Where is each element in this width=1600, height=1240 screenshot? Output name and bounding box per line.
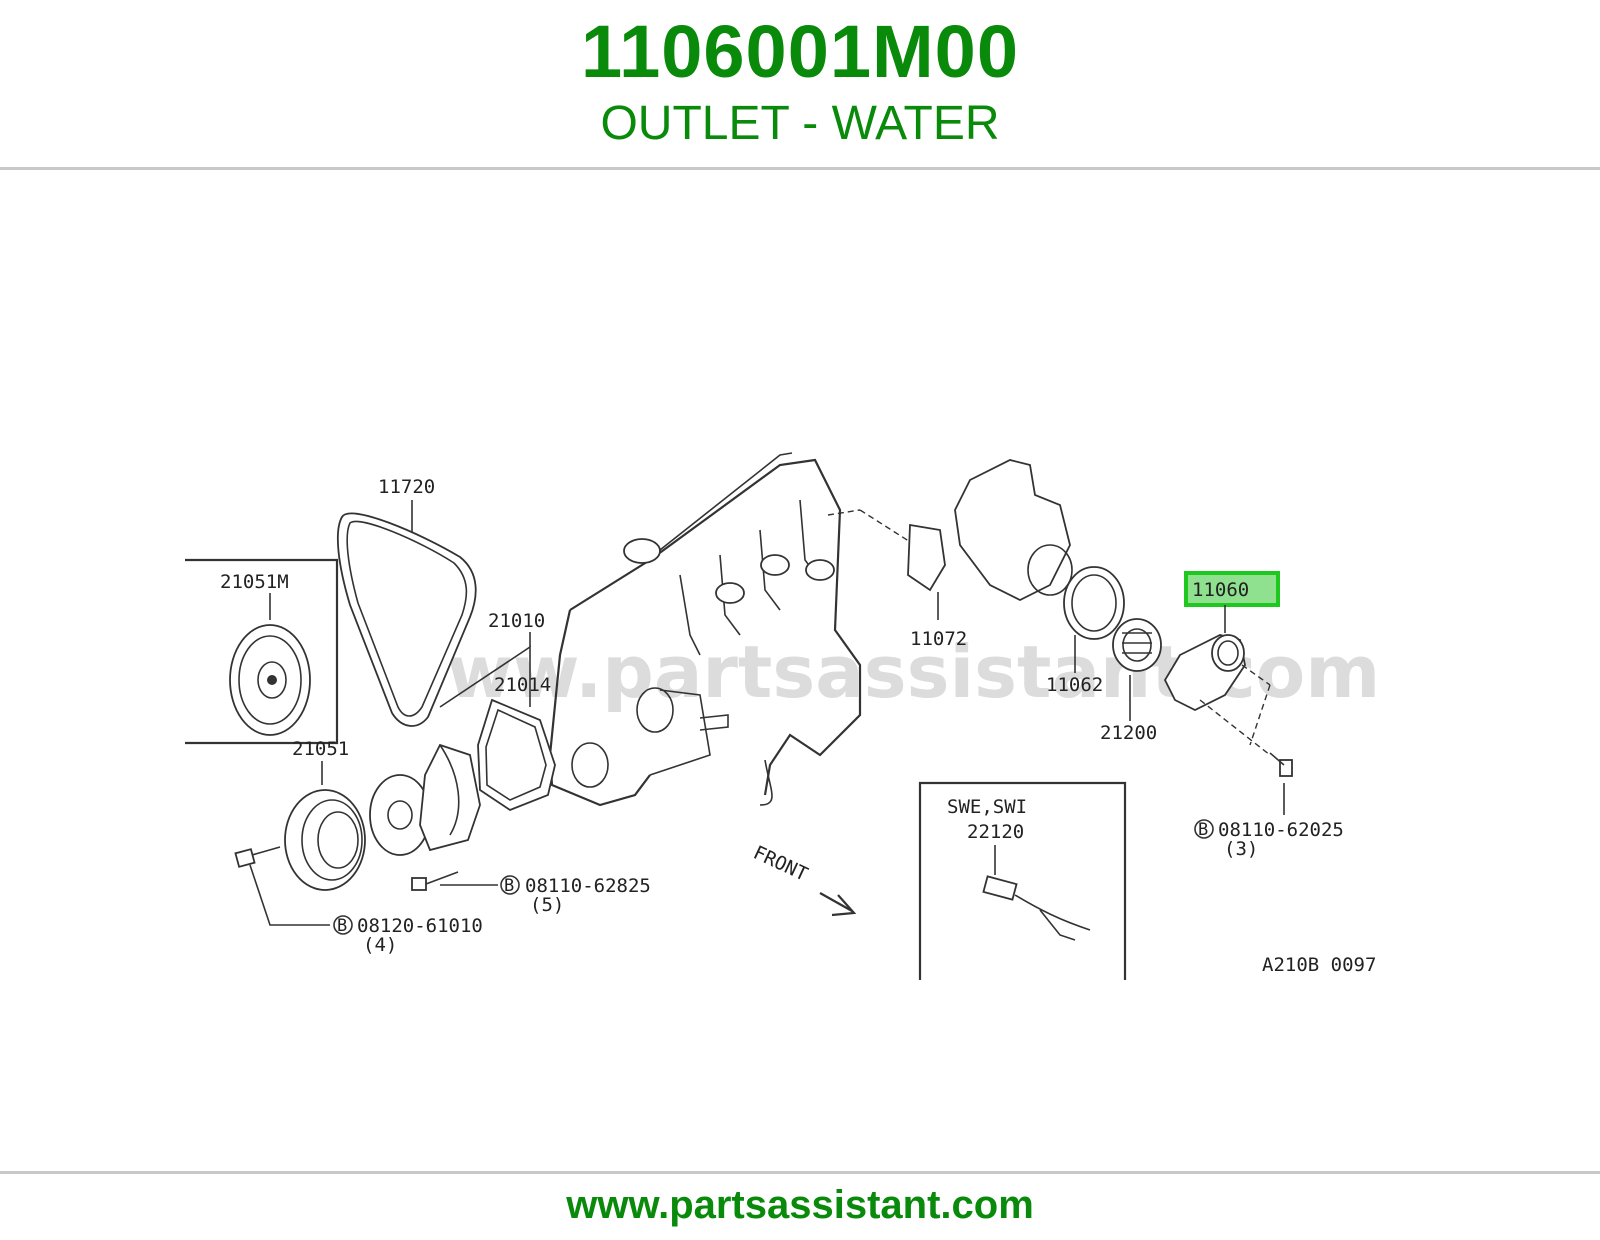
part-name-subtitle: OUTLET - WATER — [600, 97, 1000, 150]
engine-block-outline — [548, 452, 862, 807]
inset-box-21051m: 21051M — [185, 558, 339, 745]
parts-diagram-svg: www.partsassistant.com 21051M 11720 — [185, 452, 1380, 980]
callout-22120-variant: SWE,SWI — [947, 796, 1027, 818]
part-gasket-21014[interactable]: 21014 — [477, 674, 556, 812]
svg-text:FRONT: FRONT — [750, 842, 811, 886]
svg-text:21010: 21010 — [488, 610, 545, 632]
svg-text:21051: 21051 — [292, 738, 349, 760]
highlighted-part-box[interactable] — [1184, 571, 1280, 607]
svg-text:21200: 21200 — [1100, 722, 1157, 744]
svg-text:(4): (4) — [363, 934, 397, 956]
svg-text:11720: 11720 — [378, 476, 435, 498]
svg-text:21014: 21014 — [494, 674, 551, 696]
svg-text:08120-61010: 08120-61010 — [357, 915, 483, 937]
part-number-title: 1106001M00 — [581, 10, 1019, 93]
bolt-08120-61010[interactable]: B 08120-61010 (4) — [234, 846, 483, 956]
svg-text:11062: 11062 — [1046, 674, 1103, 696]
part-housing-11072[interactable]: 11072 — [827, 459, 1073, 650]
part-water-outlet-11060[interactable]: 11060 — [1163, 571, 1280, 756]
part-belt-11720[interactable]: 11720 — [337, 476, 477, 727]
svg-text:(5): (5) — [530, 894, 564, 916]
callout-21051m: 21051M — [220, 571, 289, 593]
diagram-reference-code: A210B 0097 — [1262, 954, 1376, 976]
part-thermostat-21200[interactable]: 21200 — [1100, 618, 1162, 744]
bolt-08110-62025[interactable]: B 08110-62025 (3) — [1194, 752, 1344, 860]
header-divider — [0, 167, 1600, 170]
footer-website-link[interactable]: www.partsassistant.com — [566, 1183, 1034, 1227]
svg-text:08110-62025: 08110-62025 — [1218, 819, 1344, 841]
callout-22120: 22120 — [967, 821, 1024, 843]
svg-text:B: B — [1198, 820, 1208, 840]
callout-11060-highlighted[interactable]: 11060 — [1192, 579, 1249, 601]
part-gasket-11062[interactable]: 11062 — [1046, 566, 1125, 696]
svg-text:11072: 11072 — [910, 628, 967, 650]
part-pulley-21051[interactable]: 21051 — [284, 738, 366, 891]
svg-text:B: B — [337, 916, 347, 936]
svg-text:(3): (3) — [1224, 838, 1258, 860]
svg-text:B: B — [504, 876, 514, 896]
front-direction-arrow: FRONT — [750, 842, 857, 917]
part-water-pump-21010[interactable]: 21010 — [369, 610, 545, 856]
svg-text:08110-62825: 08110-62825 — [525, 875, 651, 897]
inset-box-22120: SWE,SWI 22120 — [918, 781, 1127, 980]
page-header: 1106001M00 OUTLET - WATER — [0, 0, 1600, 168]
footer-divider — [0, 1171, 1600, 1174]
bolt-08110-62825[interactable]: B 08110-62825 (5) — [411, 871, 651, 916]
parts-diagram: www.partsassistant.com 21051M 11720 — [180, 335, 1420, 1015]
